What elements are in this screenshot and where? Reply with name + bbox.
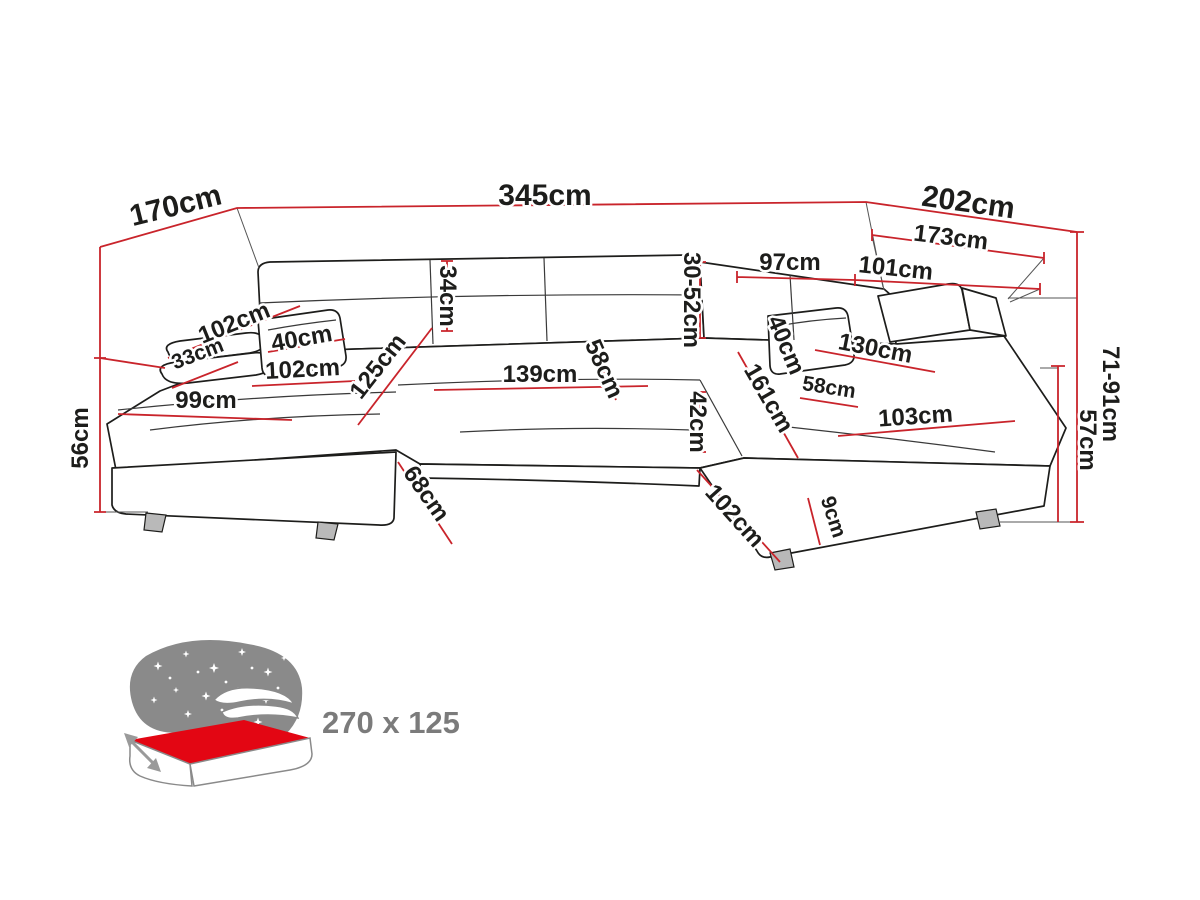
dim-left-seat-102-label: 102cm [265, 354, 341, 385]
dim-right-seat-103-label: 103cm [877, 400, 953, 432]
headrest-hinge-line [258, 294, 703, 304]
dim-line-center-58 [591, 344, 617, 401]
guide-345-left [236, 207, 260, 269]
dim-line-42 [694, 391, 706, 453]
backrest-seam-2 [543, 257, 548, 342]
dim-line-161 [737, 351, 799, 459]
dim-line-arm-33 [171, 361, 239, 389]
dim-line-130 [814, 349, 936, 373]
dim-line-top-chain [99, 201, 1078, 248]
pull-out-arrow [127, 737, 157, 767]
backrest-seam-1 [429, 259, 434, 345]
dim-line-139 [433, 385, 649, 391]
dim-line-left-arm-connector [99, 357, 166, 369]
dim-line-173 [871, 229, 1045, 264]
bed-base-right [189, 737, 313, 787]
center-seat-seam [397, 378, 701, 386]
left-chaise-front [111, 451, 397, 526]
dim-line-125 [357, 327, 433, 426]
left-pillow-crease [267, 319, 337, 331]
dim-center-139-label: 139cm [503, 361, 578, 388]
right-headrest [877, 282, 971, 343]
dim-back-97-label: 97cm [759, 249, 820, 276]
dim-line-68 [397, 461, 453, 545]
right-arm-wing [961, 287, 1007, 337]
sofa-legs [143, 508, 1001, 571]
backrest-right-seam [789, 274, 795, 341]
dim-line-34 [441, 260, 453, 332]
pull-out-arrow-head-bottom [147, 758, 161, 772]
left-chaise-seam [117, 391, 397, 411]
dim-line-seat-height [1051, 365, 1065, 522]
bed-pillow-2 [221, 704, 300, 720]
center-front [419, 463, 701, 487]
guide-173-right [1007, 257, 1045, 300]
right-quilt-seam [779, 425, 996, 453]
bed-mattress-surface [130, 720, 310, 764]
dim-center-42-label: 42cm [684, 391, 711, 452]
bed-blanket [129, 640, 303, 734]
dim-backrest-34-label: 34cm [434, 265, 461, 326]
dim-line-right-pillow-40 [775, 326, 795, 371]
dim-right-depth-label: 202cm [920, 180, 1017, 226]
dim-seat-height-57-label: 57cm [1074, 409, 1101, 470]
sleeping-size-label: 270 x 125 [322, 705, 460, 740]
dim-line-right-58 [799, 397, 859, 408]
dim-left-height-56-label: 56cm [67, 407, 94, 468]
right-chaise-front [699, 457, 1051, 559]
bed-stars [150, 648, 287, 727]
bed-base-left [128, 738, 193, 787]
pull-out-arrow-head-top [124, 733, 138, 747]
right-inner-seam [699, 379, 743, 457]
sleeping-function-icon [124, 640, 313, 787]
right-pillow-crease [777, 317, 847, 327]
leg-front-right [975, 508, 1001, 530]
dim-back-width-label: 345cm [498, 179, 591, 212]
leg-right-inner [769, 548, 795, 571]
guide-101-right [1009, 288, 1041, 303]
dimension-lines [94, 201, 1084, 563]
leg-front-left [143, 512, 167, 533]
center-quilt-seam [459, 427, 693, 433]
dim-headrest-range-label: 30-52cm [678, 252, 705, 348]
dim-line-bottom-102 [696, 469, 781, 563]
dim-line-arm-102 [167, 305, 301, 359]
dim-line-9 [807, 497, 821, 546]
dim-line-99 [117, 413, 293, 421]
dim-line-103 [837, 420, 1016, 437]
dim-line-left-pillow-40 [267, 338, 346, 353]
left-back-pillow [257, 309, 347, 377]
dim-line-left-seat-102 [251, 380, 356, 387]
dim-line-30-52 [694, 261, 706, 339]
sofa-drawing [106, 254, 1067, 559]
leg-left-inner [315, 521, 339, 541]
bed-pillow [212, 687, 296, 706]
dim-left-chaise-99-label: 99cm [175, 387, 236, 414]
dim-right-back-width-label: 173cm [912, 220, 989, 256]
dim-total-height-label: 71-91cm [1097, 346, 1124, 442]
dim-ticks-right-vertical [1070, 231, 1084, 523]
dim-line-97-101 [736, 271, 1041, 295]
